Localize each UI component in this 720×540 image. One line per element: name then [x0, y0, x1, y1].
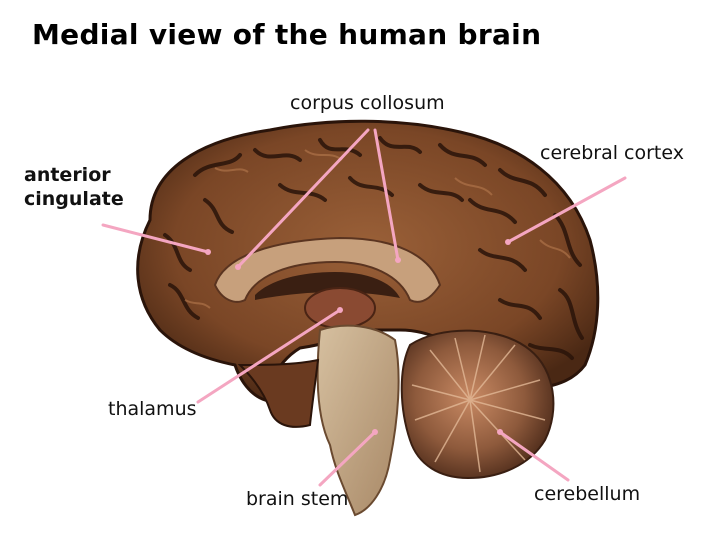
- temporal-lobe: [237, 358, 320, 428]
- cortex-sulci: [163, 136, 584, 360]
- cerebellum-folia: [411, 334, 546, 473]
- label-thalamus: thalamus: [108, 398, 197, 420]
- pointer-cerebral-cortex: [506, 176, 627, 244]
- page-title: Medial view of the human brain: [32, 18, 542, 51]
- pointer-corpus-callosum-b: [373, 128, 400, 262]
- pointer-lines: [101, 128, 627, 487]
- label-brain-stem: brain stem: [246, 488, 349, 510]
- pointer-thalamus: [196, 308, 342, 404]
- pointer-cerebellum: [498, 430, 570, 482]
- label-cerebellum: cerebellum: [534, 483, 641, 505]
- label-anterior-cingulate-line2: cingulate: [24, 188, 124, 210]
- cortex-highlights: [184, 149, 571, 309]
- corpus-callosum: [213, 236, 442, 303]
- pointer-brain-stem: [318, 430, 377, 487]
- label-cerebral-cortex: cerebral cortex: [540, 142, 684, 164]
- pointer-ends: [205, 239, 511, 435]
- pointer-corpus-callosum-a: [236, 128, 370, 269]
- label-anterior-cingulate-line1: anterior: [24, 164, 111, 186]
- label-anterior-cingulate: anterior cingulate: [24, 163, 124, 211]
- label-corpus-callosum: corpus collosum: [290, 92, 445, 114]
- pointer-anterior-cingulate: [101, 223, 210, 254]
